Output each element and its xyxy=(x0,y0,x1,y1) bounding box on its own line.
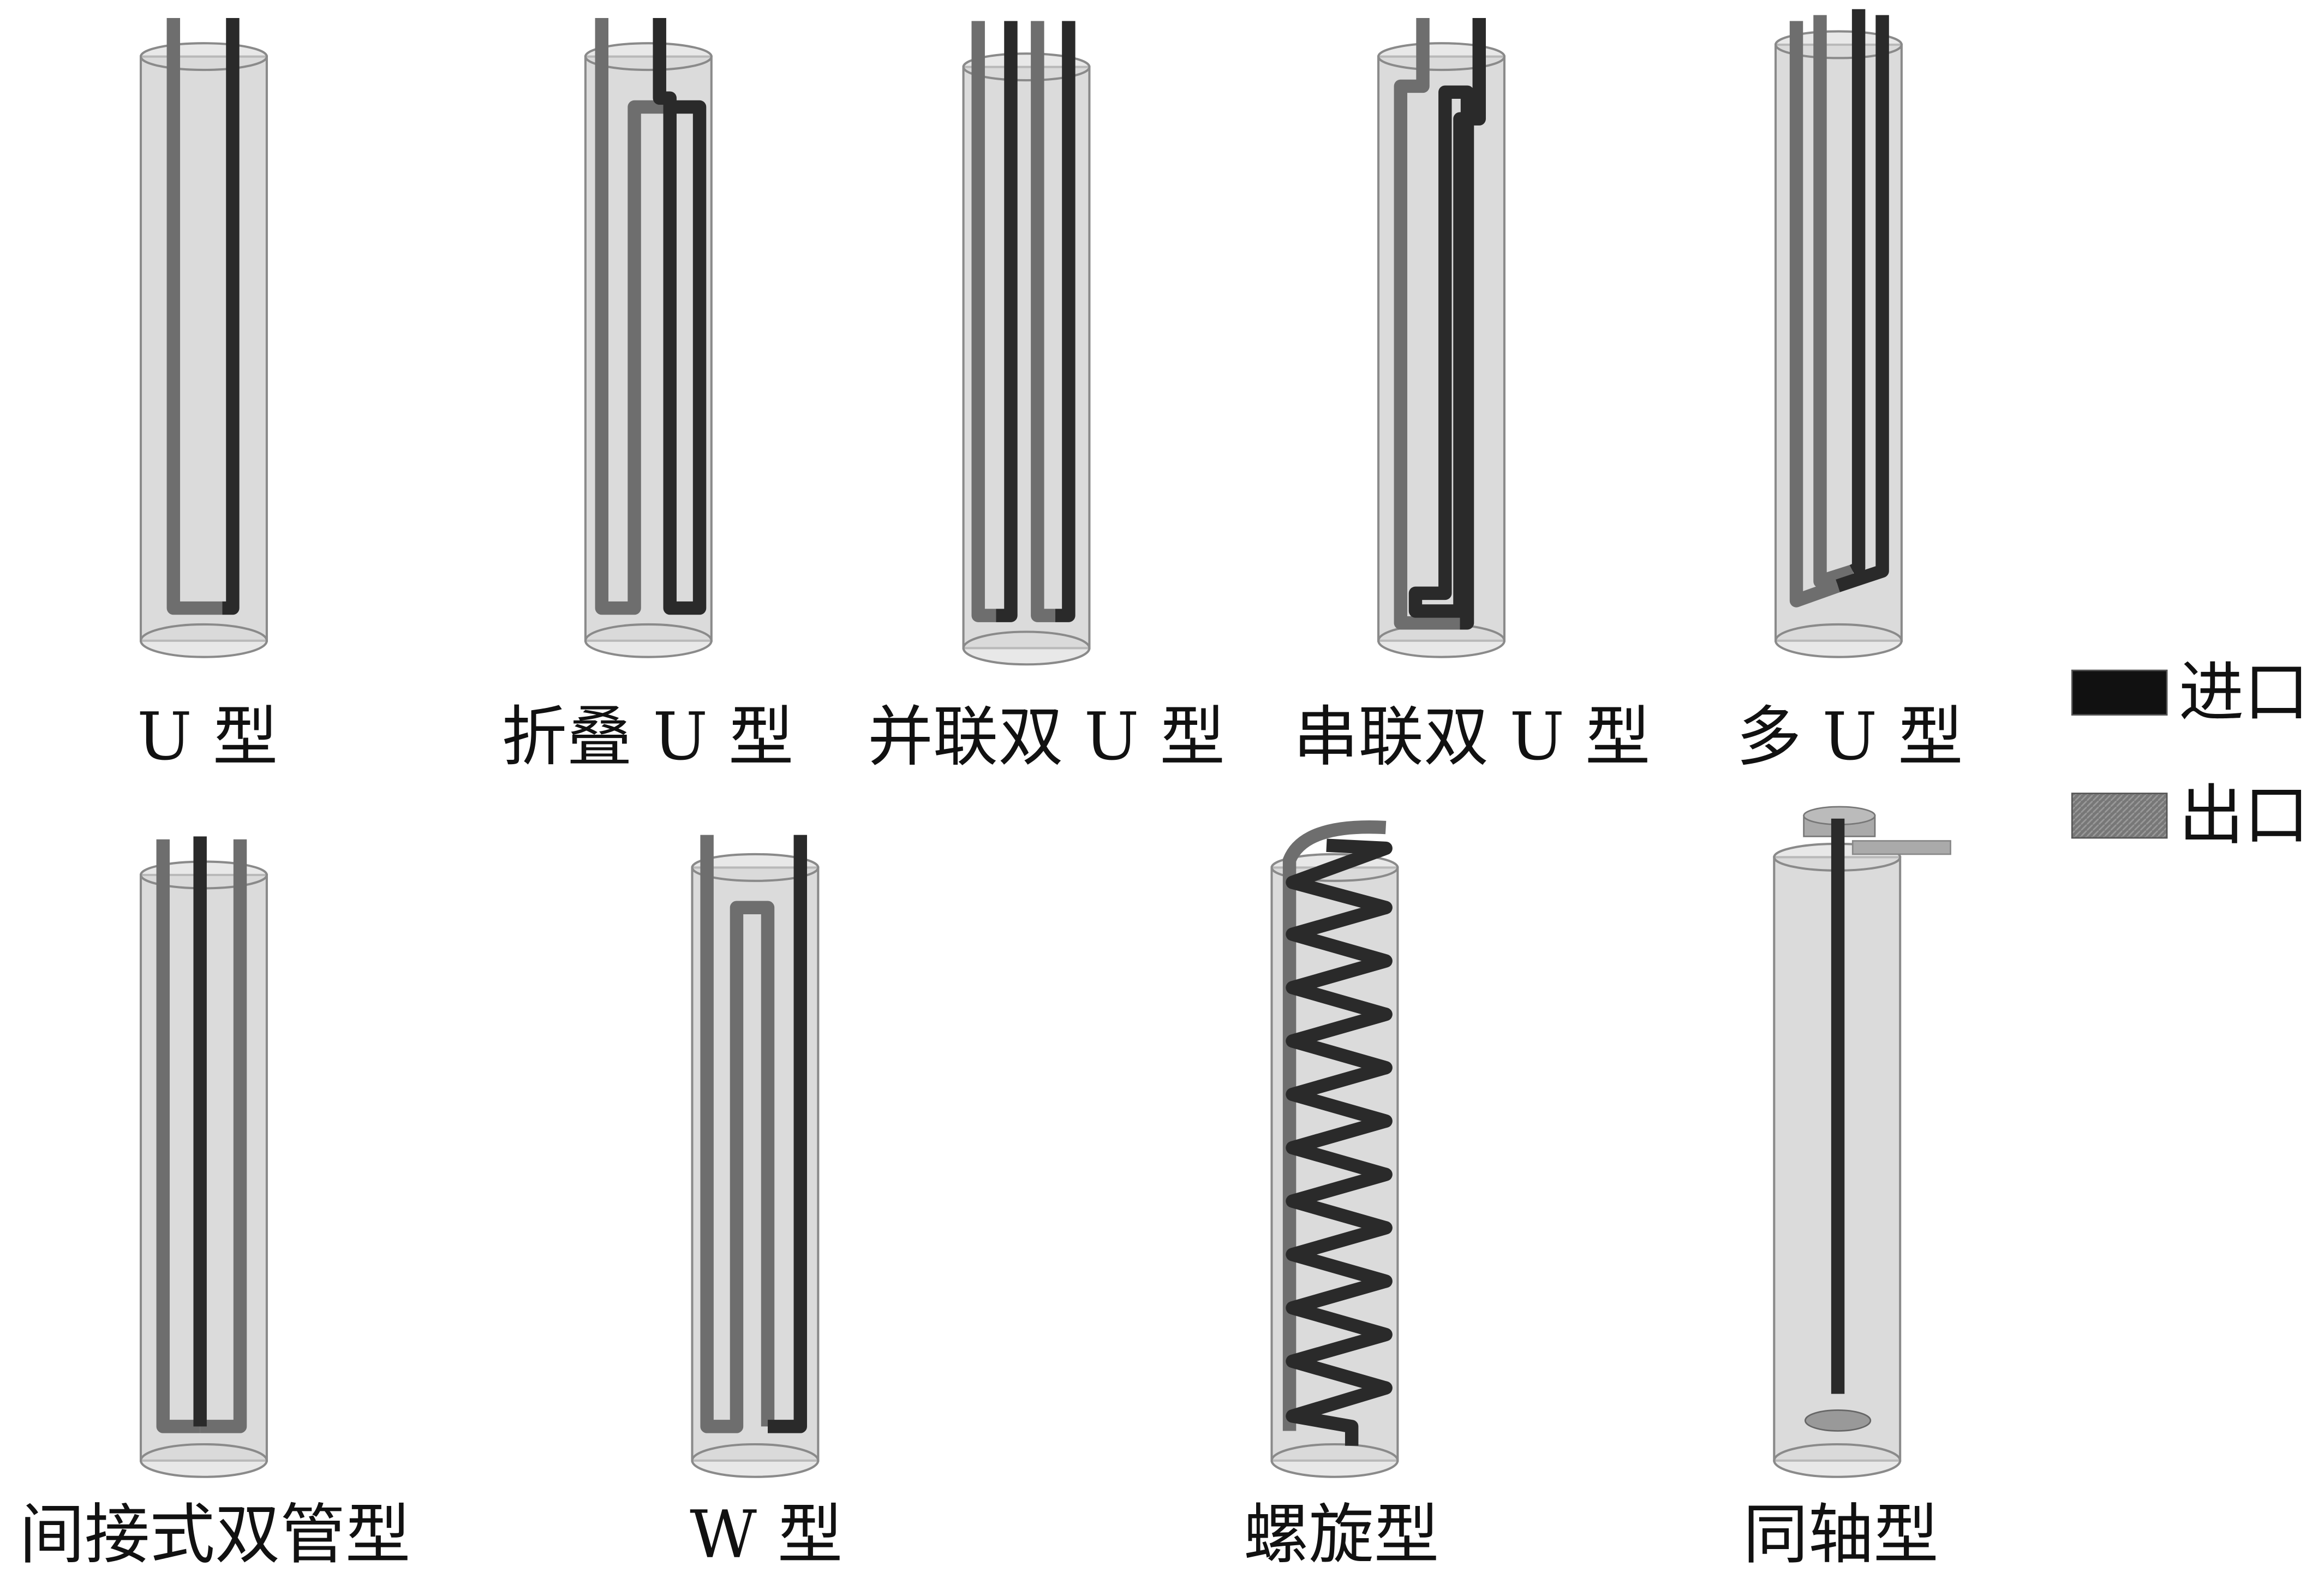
spiral-type-exchanger xyxy=(1270,820,1399,1478)
multi-u-type-exchanger xyxy=(1774,9,1903,658)
legend-inlet-label: 进口 xyxy=(2179,655,2309,731)
series-double-u-type-exchanger xyxy=(1377,18,1505,658)
label-multi-u-type: 多 U 型 xyxy=(1736,699,1963,775)
label-w-type: W 型 xyxy=(690,1497,843,1572)
indirect-double-pipe-exchanger xyxy=(140,836,268,1478)
label-u-type: U 型 xyxy=(137,699,278,775)
label-series-double-u-type: 串联双 U 型 xyxy=(1293,699,1651,775)
folded-u-type-exchanger xyxy=(584,18,713,658)
u-type-exchanger xyxy=(140,18,268,658)
legend-outlet-label: 出口 xyxy=(2179,778,2309,854)
legend-outlet-swatch xyxy=(2071,793,2168,839)
label-parallel-double-u-type: 并联双 U 型 xyxy=(868,699,1225,775)
label-spiral-type: 螺旋型 xyxy=(1244,1497,1439,1572)
label-folded-u-type: 折叠 U 型 xyxy=(501,699,793,775)
label-coaxial-type: 同轴型 xyxy=(1743,1497,1939,1572)
label-indirect-double-pipe: 间接式双管型 xyxy=(19,1497,410,1572)
w-type-exchanger xyxy=(691,835,820,1478)
coaxial-type-exchanger xyxy=(1773,806,1951,1478)
parallel-double-u-type-exchanger xyxy=(962,21,1091,666)
legend: 进口 出口 xyxy=(2071,655,2309,854)
legend-inlet-swatch xyxy=(2071,669,2168,716)
